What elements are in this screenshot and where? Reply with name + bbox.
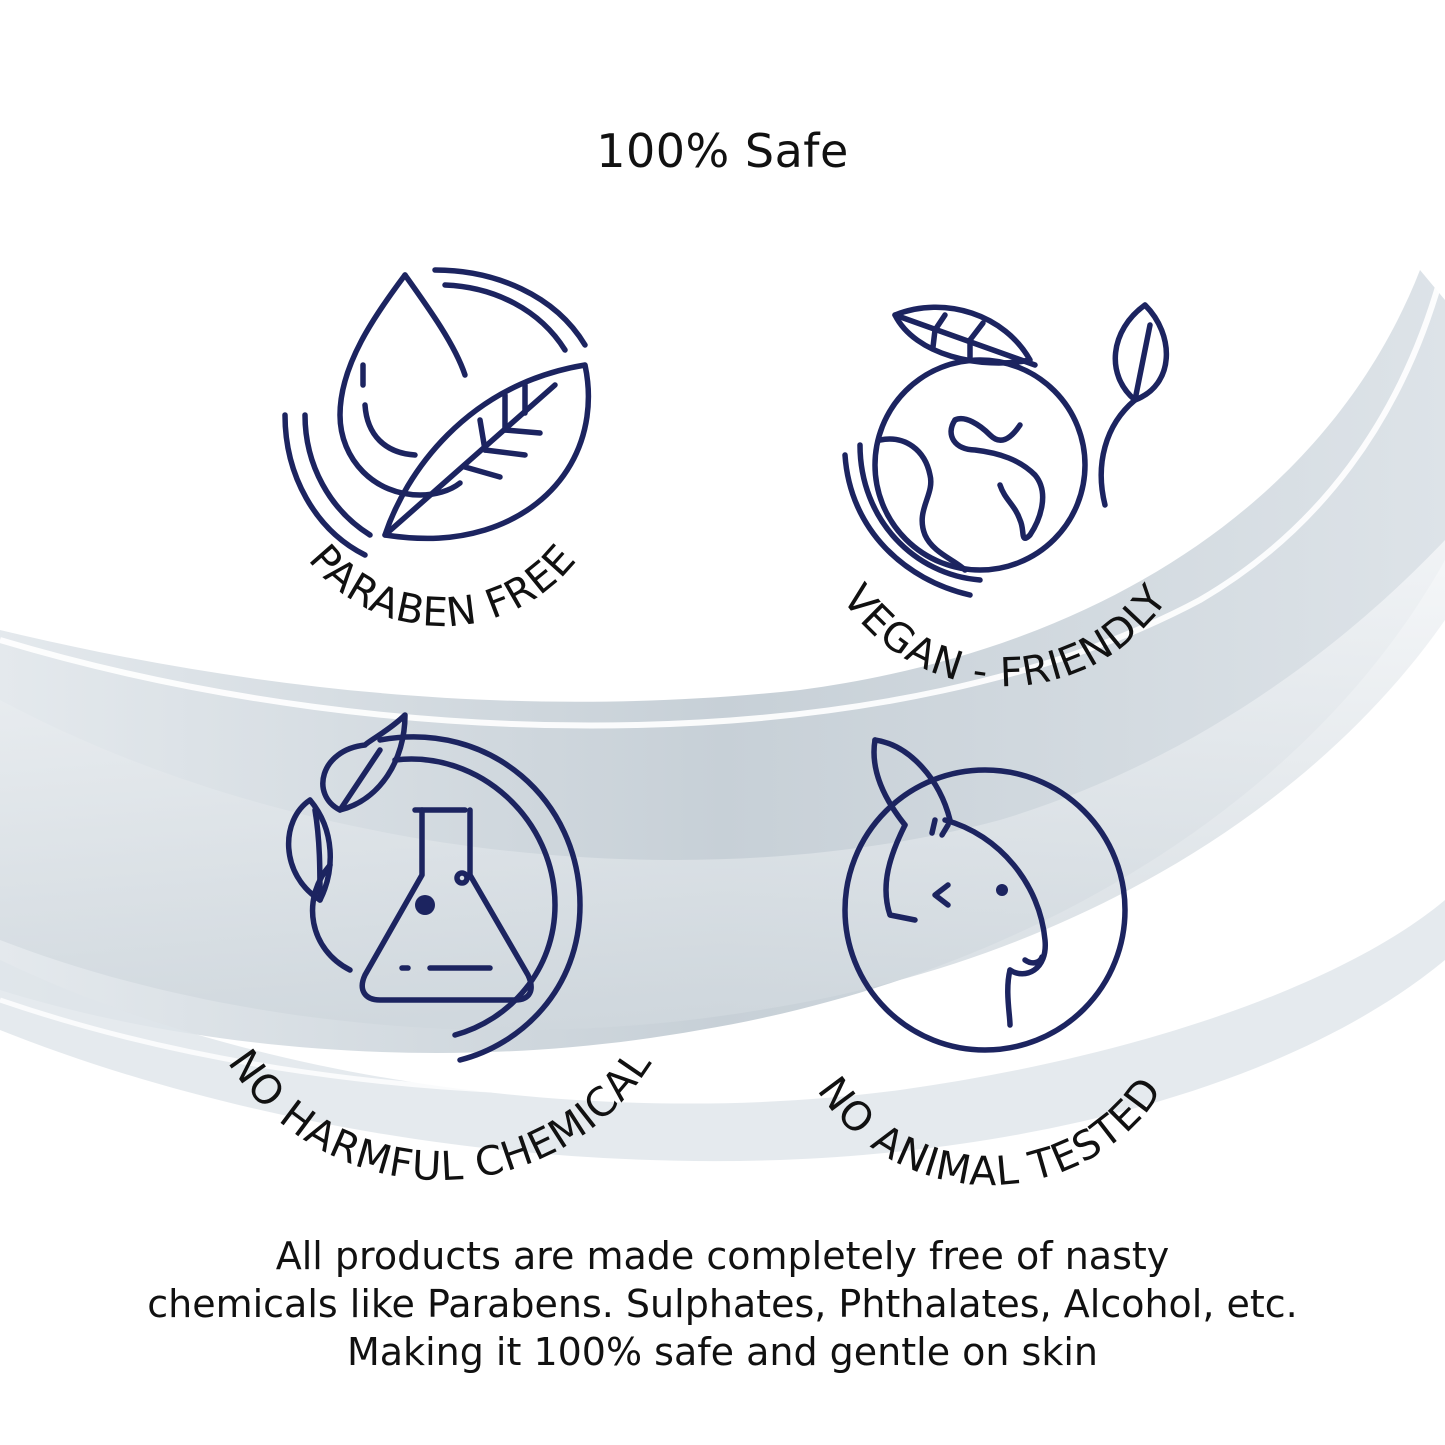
- badge-no-animal-tested: NO ANIMAL TESTED: [770, 725, 1210, 1195]
- badge-no-harmful-chemical: NO HARMFUL CHEMICAL: [170, 700, 710, 1190]
- page-title: 100% Safe: [596, 124, 849, 178]
- description-line: All products are made completely free of…: [275, 1234, 1170, 1278]
- badge-paraben-free: PARABEN FREE: [255, 255, 635, 637]
- drop-leaf-icon: [282, 267, 592, 558]
- rabbit-icon: [842, 737, 1128, 1053]
- description-line: Making it 100% safe and gentle on skin: [346, 1330, 1099, 1374]
- badge-label: PARABEN FREE: [300, 536, 584, 637]
- description-line: chemicals like Parabens. Sulphates, Phth…: [147, 1282, 1298, 1326]
- badge-vegan-friendly: VEGAN - FRIENDLY: [805, 275, 1205, 696]
- flask-leaf-icon: [286, 712, 583, 1063]
- svg-text:PARABEN FREE: PARABEN FREE: [300, 536, 585, 637]
- globe-leaves-icon: [842, 302, 1169, 598]
- description: All products are made completely free of…: [40, 1232, 1405, 1376]
